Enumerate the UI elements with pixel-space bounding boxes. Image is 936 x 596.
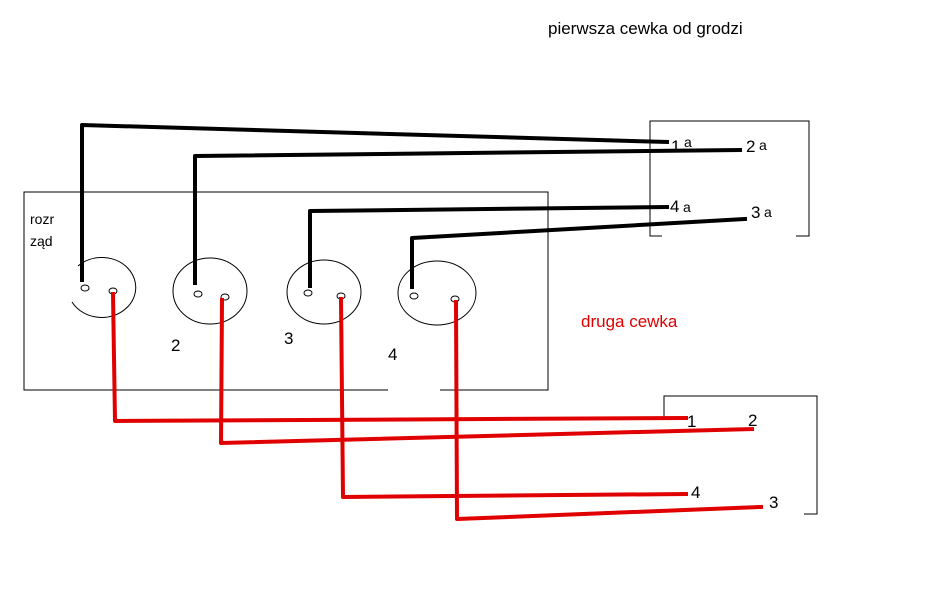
first-coil-wires bbox=[80, 123, 748, 289]
first-coil-terminal-3: 3 bbox=[751, 203, 760, 222]
first-coil-terminal-2: 2 bbox=[746, 137, 755, 156]
first-coil-title: pierwsza cewka od grodzi bbox=[548, 19, 743, 38]
second-coil-box bbox=[663, 395, 818, 515]
second-coil-wires bbox=[110, 291, 764, 521]
first-coil-wire-1 bbox=[80, 123, 670, 282]
first-coil-wire-3 bbox=[308, 204, 670, 288]
socket-2 bbox=[172, 257, 248, 325]
second-coil-wire-3 bbox=[338, 296, 689, 499]
second-coil-terminal-1: 1 bbox=[687, 412, 696, 431]
socket-3 bbox=[286, 259, 362, 325]
first-coil-terminal-2-suffix: a bbox=[759, 137, 767, 153]
socket-2-number: 2 bbox=[171, 336, 180, 355]
socket-3-pin-a bbox=[303, 289, 313, 297]
first-coil-box bbox=[649, 120, 810, 237]
socket-4 bbox=[397, 260, 477, 326]
distributor-label-line1: rozr bbox=[30, 211, 54, 227]
first-coil-wire-4 bbox=[410, 216, 748, 289]
first-coil-terminal-1-suffix: a bbox=[684, 134, 692, 150]
socket-1 bbox=[71, 257, 137, 318]
second-coil-terminal-3: 3 bbox=[769, 493, 778, 512]
distributor-label-line2: ząd bbox=[30, 233, 53, 249]
socket-4-pin-a bbox=[409, 292, 419, 300]
second-coil-terminal-2: 2 bbox=[748, 411, 757, 430]
socket-1-pin-a bbox=[80, 284, 90, 292]
first-coil-terminal-4-suffix: a bbox=[683, 199, 691, 215]
second-coil-wire-4 bbox=[453, 299, 764, 521]
socket-4-number: 4 bbox=[388, 345, 397, 364]
socket-2-pin-a bbox=[193, 290, 203, 298]
second-coil-wire-1 bbox=[110, 291, 689, 423]
distributor-box bbox=[23, 191, 549, 391]
first-coil-terminal-1: 1 bbox=[671, 137, 680, 156]
first-coil-wire-2 bbox=[193, 147, 743, 285]
second-coil-title: druga cewka bbox=[581, 312, 678, 331]
first-coil-terminal-4: 4 bbox=[670, 197, 679, 216]
second-coil-wire-2 bbox=[219, 297, 755, 445]
socket-3-number: 3 bbox=[284, 329, 293, 348]
first-coil-terminal-3-suffix: a bbox=[764, 204, 772, 220]
second-coil-terminal-4: 4 bbox=[691, 483, 700, 502]
